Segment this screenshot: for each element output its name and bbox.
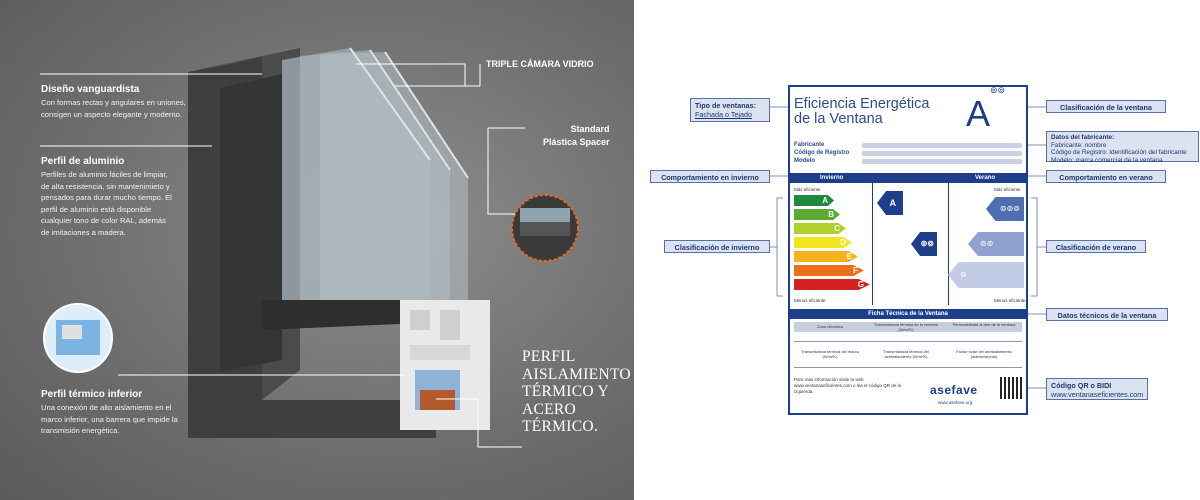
window-profile-illustration [44, 47, 579, 438]
field-modelo-bar [862, 159, 1022, 164]
class-arrow-a: A [794, 195, 834, 206]
spacer-callout-line-1: Standard [570, 124, 610, 134]
tech-cell-zona: Zona climática [817, 324, 843, 329]
manufacturer-data-label: Datos del fabricante: Fabricante: nombre… [1046, 131, 1199, 164]
tech-divider-2 [794, 367, 1022, 368]
winter-min-eff: Menos eficiente [794, 298, 826, 303]
thermal-profile-heading: Perfil térmico inferior [41, 389, 143, 400]
grade-icons: ⊚⊚ [990, 85, 1006, 95]
tech-cell-marco: Transmitancia térmica del marco (W/m²K) [801, 349, 859, 359]
asefave-logo: asefave [930, 383, 978, 397]
qr-code-url: www.ventanaseficientes.com [1051, 390, 1144, 399]
window-grade: A⊚⊚ [966, 85, 1005, 135]
design-body: Con formas rectas y angulares en uniones… [41, 98, 186, 119]
summer-max-eff: Más eficiente [994, 187, 1021, 192]
manufacturer-data-title: Datos del fabricante: [1051, 134, 1115, 141]
winter-header: Invierno [820, 175, 844, 181]
tech-divider-1 [794, 341, 1022, 342]
summer-classification-label: Clasificación de verano [1046, 240, 1146, 253]
asefave-url: www.asefave.org [938, 400, 973, 405]
tech-row-1-bg [794, 322, 1022, 332]
tech-cell-factor-solar: Factor solar del acristalamiento (adimen… [956, 349, 1012, 359]
spacer-callout-line-2: Plástica Spacer [543, 137, 610, 147]
summer-mark-2: ⊚⊚ [968, 232, 1024, 256]
tech-cell-acristalamiento: Transmitancia térmica del acristalamient… [883, 349, 929, 359]
class-arrow-d: D [794, 237, 852, 248]
perfil-line-3: TÉRMICO Y [522, 383, 609, 400]
thermal-profile-feature: Perfil térmico inferior Una conexión de … [41, 389, 181, 437]
winter-mark-a: A [877, 191, 903, 215]
manufacturer-line-2: Código de Registro: Identificación del f… [1051, 149, 1187, 156]
winter-mark-icons: ⊚⊚ [911, 232, 937, 256]
season-band: Invierno Verano [790, 173, 1026, 183]
winter-max-eff: Más eficiente [794, 187, 821, 192]
perfil-line-4: ACERO [522, 400, 577, 418]
summer-mark-1: ⊚ [948, 262, 1024, 288]
class-arrow-b: B [794, 209, 840, 220]
thermal-steel-profile-title: PERFIL AISLAMIENTO TÉRMICO Y ACERO TÉRMI… [522, 348, 631, 436]
summer-behaviour-label: Comportamiento en verano [1046, 170, 1166, 183]
card-title-line-2: de la Ventana [794, 111, 883, 127]
technical-data-label: Datos técnicos de la ventana [1046, 308, 1168, 321]
thermal-profile-body: Una conexión de alto aislamiento en el m… [41, 403, 178, 435]
energy-label-diagram: Tipo de ventanas: Fachada o Tejado Clasi… [634, 0, 1200, 500]
field-modelo: Modelo [794, 158, 815, 164]
card-footer-note: Para más información visite la web www.v… [794, 377, 902, 394]
summer-header: Verano [975, 175, 996, 181]
winter-classification-label: Clasificación de invierno [664, 240, 770, 253]
winter-behaviour-label: Comportamiento en invierno [650, 170, 770, 183]
aluminium-profile-feature: Perfil de aluminio Perfiles de aluminio … [41, 156, 173, 238]
window-type-sub: Fachada o Tejado [695, 110, 753, 119]
tech-cell-transmitancia: Transmitancia térmica de la ventana (W/m… [873, 322, 939, 332]
field-fabricante-bar [862, 143, 1022, 148]
spacer-callout: Standard Plástica Spacer [543, 123, 610, 149]
connector-lines [770, 106, 1046, 389]
manufacturer-line-3: Modelo: marca comercial de la ventana [1051, 156, 1163, 164]
window-type-title: Tipo de ventanas: [695, 101, 756, 110]
qr-code-icon [1000, 377, 1022, 399]
field-codigo: Código de Registro [794, 150, 850, 156]
aluminium-profile-body: Perfiles de aluminio fáciles de limpiar,… [41, 170, 172, 237]
window-profile-panel: TRIPLE CÁMARA VIDRIO Standard Plástica S… [0, 0, 634, 500]
energy-efficiency-card: Eficiencia Energética de la Ventana A⊚⊚ … [788, 85, 1028, 415]
perfil-line-2: AISLAMIENTO [522, 365, 631, 383]
triple-glass-callout: TRIPLE CÁMARA VIDRIO [486, 59, 594, 69]
grade-letter: A [966, 93, 991, 134]
field-fabricante: Fabricante [794, 142, 825, 148]
qr-code-title: Código QR o BIDI [1051, 381, 1112, 390]
field-codigo-bar [862, 151, 1022, 156]
perfil-line-5: TÉRMICO. [522, 418, 599, 435]
design-heading: Diseño vanguardista [41, 84, 140, 95]
design-feature: Diseño vanguardista Con formas rectas y … [41, 84, 191, 120]
manufacturer-line-1: Fabricante: nombre [1051, 141, 1107, 149]
tech-cell-permeabilidad: Permeabilidad al aire de la ventana [952, 322, 1016, 327]
card-title-line-1: Eficiencia Energética [794, 96, 930, 112]
summer-min-eff: Menos eficiente [994, 298, 1026, 303]
summer-mark-3: ⊚⊚⊚ [986, 197, 1024, 221]
season-divider-right [948, 183, 949, 305]
window-classification-label: Clasificación de la ventana [1046, 100, 1166, 113]
tech-sheet-header: Ficha Técnica de la Ventana [790, 309, 1026, 319]
season-divider-left [872, 183, 873, 305]
class-arrow-c: C [794, 223, 846, 234]
qr-code-label: Código QR o BIDI www.ventanaseficientes.… [1046, 378, 1148, 400]
aluminium-profile-heading: Perfil de aluminio [41, 156, 125, 167]
class-arrow-g: G [794, 279, 870, 290]
card-title: Eficiencia Energética de la Ventana [794, 97, 929, 127]
perfil-line-1: PERFIL [522, 348, 576, 365]
class-arrow-f: F [794, 265, 864, 276]
class-arrow-e: E [794, 251, 858, 262]
window-type-label: Tipo de ventanas: Fachada o Tejado [690, 98, 770, 122]
